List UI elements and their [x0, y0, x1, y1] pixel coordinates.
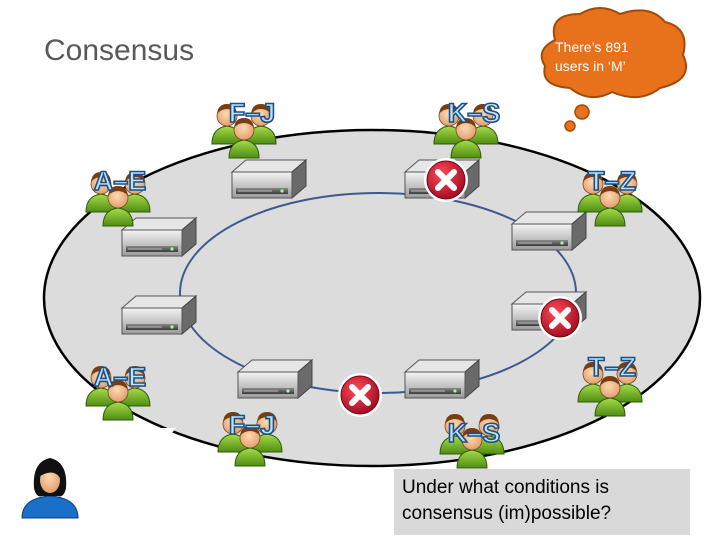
- group-label: K–S: [448, 418, 501, 448]
- group-label: T–Z: [588, 352, 636, 382]
- callout-text: There’s 891 users in ‘M’: [555, 38, 665, 76]
- speech-tail: [140, 428, 176, 440]
- question-box: Under what conditions is consensus (im)p…: [394, 469, 690, 535]
- group-label: A–E: [94, 362, 147, 392]
- group-label: F–J: [229, 98, 276, 128]
- server-icon: [237, 359, 313, 399]
- group-label: F–J: [229, 410, 276, 440]
- woman-user-icon: [21, 458, 79, 519]
- group-label: A–E: [94, 166, 147, 196]
- server-icon: [404, 359, 480, 399]
- server-icon: [511, 211, 587, 251]
- server-icon: [231, 159, 307, 199]
- question-line: consensus (im)possible?: [402, 503, 612, 524]
- question-line: Under what conditions is: [402, 477, 609, 498]
- slide-title: Consensus: [44, 34, 195, 67]
- thought-bubble: [540, 7, 688, 132]
- group-label: K–S: [448, 98, 501, 128]
- callout-line: users in ‘M’: [555, 58, 626, 74]
- x-fail-icon: [338, 373, 382, 417]
- server-icon: [121, 295, 197, 335]
- callout-line: There’s 891: [555, 39, 629, 55]
- group-label: T–Z: [588, 166, 636, 196]
- x-fail-icon: [538, 296, 582, 340]
- x-fail-icon: [424, 158, 468, 202]
